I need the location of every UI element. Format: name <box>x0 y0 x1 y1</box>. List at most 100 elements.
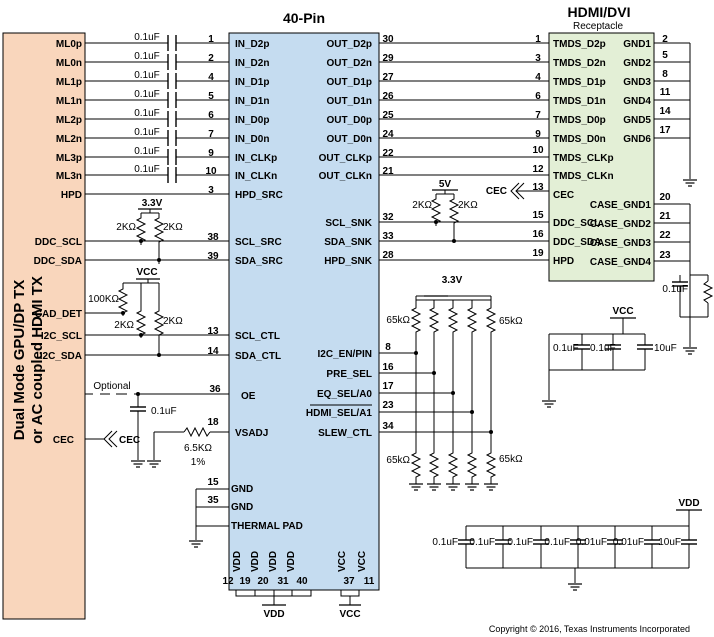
receptacle-pin-name: HPD <box>553 256 574 267</box>
chip-pin-name: EQ_SEL/A0 <box>317 389 372 400</box>
chip-pin-number: 20 <box>257 576 269 587</box>
receptacle-pin-number: 3 <box>535 53 541 64</box>
receptacle-pin-number: 15 <box>532 210 544 221</box>
receptacle-pin-name: GND3 <box>623 77 651 88</box>
res-value: 65kΩ <box>499 316 523 327</box>
chip-pin-number: 17 <box>382 381 394 392</box>
receptacle-pin-number: 23 <box>659 250 671 261</box>
res-value: 6.5KΩ <box>184 443 213 454</box>
cap-value: 0.1uF <box>134 108 160 119</box>
chip-pin-name: SLEW_CTL <box>318 428 372 439</box>
receptacle-left-pin-numbers: 1 3 4 6 7 9 10 12 13 15 16 19 <box>532 34 544 259</box>
chip-pin-name: IN_CLKp <box>235 153 277 164</box>
res-value: 2KΩ <box>412 200 432 211</box>
chip-pin-name: VSADJ <box>235 428 268 439</box>
chip-pin-number: 25 <box>382 110 394 121</box>
chip-pin-name: IN_D2p <box>235 39 269 50</box>
i2c-source-pullups: VCC 100KΩ 2KΩ 2KΩ <box>85 267 229 357</box>
receptacle-right-pin-numbers: 2 5 8 11 14 17 20 21 22 23 <box>659 34 671 261</box>
receptacle-pin-name: GND5 <box>623 115 651 126</box>
chip-pin-number: 7 <box>208 129 214 140</box>
chip-pin-number: 15 <box>207 477 219 488</box>
optional-label: Optional <box>93 381 130 392</box>
chip-pin-name: VDD <box>286 551 297 572</box>
receptacle-pin-number: 21 <box>659 211 671 222</box>
receptacle-pin-name: GND6 <box>623 134 651 145</box>
res-value: 2KΩ <box>114 320 134 331</box>
chip-pin-number: 35 <box>207 495 219 506</box>
chip-pin-number: 23 <box>382 400 394 411</box>
source-signal: I2C_SDA <box>40 351 82 362</box>
receptacle-subtitle: Receptacle <box>573 21 623 32</box>
chip-pin-name: IN_D0n <box>235 134 269 145</box>
chip-pin-name: OE <box>241 391 256 402</box>
chip-pin-number: 27 <box>382 72 394 83</box>
cap-value: 0.1uF <box>662 284 688 295</box>
chip-pin-number: 39 <box>207 251 219 262</box>
chip-pin-name: HDMI_SEL/A1 <box>306 408 373 419</box>
source-signal: ML1n <box>56 96 82 107</box>
copyright: Copyright © 2016, Texas Instruments Inco… <box>489 624 690 634</box>
source-signal: ML1p <box>56 77 82 88</box>
res-value: 2KΩ <box>163 316 183 327</box>
gnd-pins <box>188 488 229 548</box>
receptacle-pin-name: CASE_GND3 <box>590 238 652 249</box>
chip-pin-number: 9 <box>208 148 214 159</box>
chip-pin-number: 3 <box>208 185 214 196</box>
chip-pin-name: VDD <box>232 551 243 572</box>
source-signal: I2C_SCL <box>41 331 82 342</box>
res-value: 65kΩ <box>386 455 410 466</box>
chip-pin-name: SDA_CTL <box>235 351 281 362</box>
chip-pin-name: VDD <box>250 551 261 572</box>
supply-label: VCC <box>612 306 633 317</box>
receptacle-pin-number: 7 <box>535 110 541 121</box>
chip-pin-number: 33 <box>382 231 394 242</box>
chip-pin-number: 40 <box>296 576 308 587</box>
cap-value: 0.1uF <box>507 537 533 548</box>
receptacle-left-pin-names: TMDS_D2p TMDS_D2n TMDS_D1p TMDS_D1n TMDS… <box>553 39 614 267</box>
chip-pin-name: IN_D1n <box>235 96 269 107</box>
receptacle-pin-name: TMDS_D0p <box>553 115 606 126</box>
chip-pin-name: IN_D2n <box>235 58 269 69</box>
ml-lines <box>85 42 229 176</box>
receptacle-pin-number: 14 <box>659 106 671 117</box>
cap-value: 10uF <box>658 537 681 548</box>
receptacle-pin-number: 6 <box>535 91 541 102</box>
source-block <box>2 32 86 620</box>
chip-pin-number: 21 <box>382 166 394 177</box>
res-value: 2KΩ <box>458 200 478 211</box>
cap-value: 0.1uF <box>134 146 160 157</box>
receptacle-pin-name: TMDS_D0n <box>553 134 606 145</box>
chip-pin-number: 38 <box>207 232 219 243</box>
cap-value: 0.1uF <box>590 343 616 354</box>
cap-value: 0.1uF <box>134 164 160 175</box>
chip-left-pin-names: IN_D2p IN_D2n IN_D1p IN_D1n IN_D0p IN_D0… <box>231 39 303 532</box>
supply-label: VCC <box>136 267 157 278</box>
cec-source: CEC <box>85 430 140 448</box>
source-label-line1: Dual Mode GPU/DP TX <box>11 280 28 441</box>
source-signal-labels: ML0p ML0n ML1p ML1n ML2p ML2n ML3p ML3n … <box>34 39 82 446</box>
receptacle-pin-name: TMDS_D2n <box>553 58 606 69</box>
chip-pin-name: IN_D0p <box>235 115 269 126</box>
chip-pin-name: SDA_SNK <box>324 237 373 248</box>
chip-pin-name: SCL_SNK <box>325 218 372 229</box>
receptacle-pin-number: 5 <box>662 50 668 61</box>
vsadj-circuit: 6.5KΩ 1% <box>146 426 229 468</box>
source-signal: DDC_SCL <box>35 237 82 248</box>
chip-pin-number: 8 <box>385 342 391 353</box>
source-signal: ML0n <box>56 58 82 69</box>
chip-pin-name: HPD_SNK <box>324 256 373 267</box>
chip-vcc-label: VCC <box>339 609 360 620</box>
chip-pin-number: 6 <box>208 110 214 121</box>
receptacle-pin-name: TMDS_D1n <box>553 96 606 107</box>
chip-right-pin-numbers: 30 29 27 26 25 24 22 21 32 33 28 8 16 17… <box>382 34 394 432</box>
source-signal: DDC_SDA <box>34 256 82 267</box>
chip-pin-name: IN_CLKn <box>235 171 277 182</box>
chip-body <box>228 32 380 591</box>
res-value: 2KΩ <box>116 222 136 233</box>
chip-pin-name: GND <box>231 484 253 495</box>
cap-value: 0.1uF <box>432 537 458 548</box>
supply-label: 3.3V <box>442 275 463 286</box>
chip-pin-number: 1 <box>208 34 214 45</box>
receptacle-pin-name: DDC_SDA <box>553 237 601 248</box>
